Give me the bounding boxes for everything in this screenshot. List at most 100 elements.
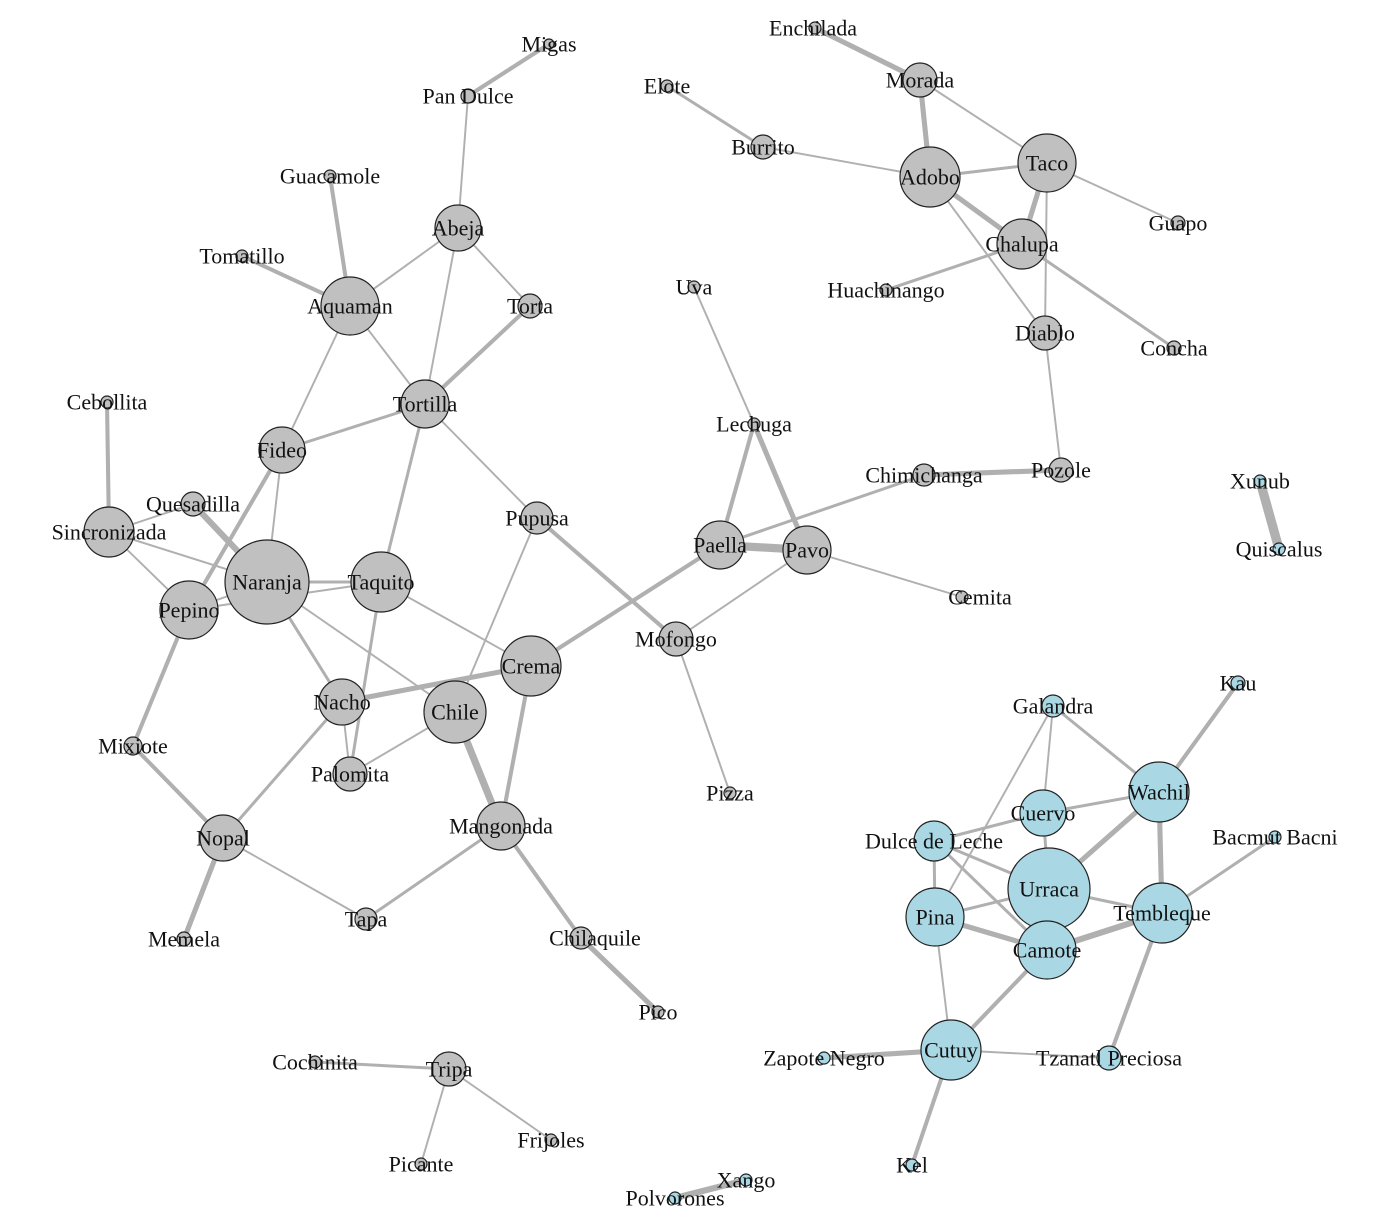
- node-label-tembleque: Tembleque: [1113, 901, 1210, 926]
- edge-uva-lechuga: [693, 286, 755, 425]
- node-pavo[interactable]: [782, 525, 832, 575]
- edge-galandra-pina: [934, 705, 1054, 918]
- node-huachinango[interactable]: [879, 283, 893, 297]
- node-zapote-negro[interactable]: [817, 1051, 831, 1065]
- node-uva[interactable]: [687, 280, 701, 294]
- node-burrito[interactable]: [750, 134, 776, 160]
- node-label-zapote-negro: Zapote Negro: [763, 1046, 885, 1071]
- node-dulce-de-leche[interactable]: [913, 820, 955, 862]
- node-adobo[interactable]: [899, 146, 961, 208]
- node-pupusa[interactable]: [520, 501, 554, 535]
- node-tortilla[interactable]: [400, 379, 450, 429]
- node-cutuy[interactable]: [920, 1019, 982, 1081]
- node-pepino[interactable]: [159, 580, 219, 640]
- node-guapo[interactable]: [1170, 215, 1186, 231]
- node-pizza[interactable]: [723, 786, 737, 800]
- node-frijoles[interactable]: [544, 1133, 558, 1147]
- node-tapa[interactable]: [354, 907, 378, 931]
- node-tzanatl-preciosa[interactable]: [1096, 1045, 1122, 1071]
- node-taco[interactable]: [1017, 133, 1077, 193]
- node-mangonada[interactable]: [476, 801, 526, 851]
- node-naranja[interactable]: [224, 539, 310, 625]
- node-label-huachinango: Huachinango: [827, 278, 944, 303]
- node-pan-dulce[interactable]: [460, 88, 476, 104]
- node-chile[interactable]: [423, 680, 487, 744]
- node-polvorones[interactable]: [668, 1191, 682, 1205]
- node-chimichanga[interactable]: [912, 463, 936, 487]
- node-label-mangonada: Mangonada: [449, 814, 553, 839]
- node-label-guapo: Guapo: [1149, 211, 1208, 236]
- node-morada[interactable]: [902, 62, 938, 98]
- node-kau[interactable]: [1230, 675, 1246, 691]
- node-label-naranja: Naranja: [232, 570, 302, 595]
- node-label-quiscalus: Quiscalus: [1236, 537, 1323, 562]
- node-label-bacmut-bacni: Bacmut Bacni: [1212, 825, 1337, 850]
- node-bacmut-bacni[interactable]: [1268, 830, 1282, 844]
- node-sincronizada[interactable]: [83, 506, 135, 558]
- node-cuervo[interactable]: [1019, 789, 1067, 837]
- node-mofongo[interactable]: [658, 621, 694, 657]
- edge-nacho-nopal: [221, 700, 344, 840]
- node-xunub[interactable]: [1253, 474, 1267, 488]
- node-kel[interactable]: [905, 1158, 919, 1172]
- node-concha[interactable]: [1166, 340, 1182, 356]
- node-chilaquile[interactable]: [569, 926, 593, 950]
- node-fideo[interactable]: [258, 426, 306, 474]
- node-cebollita[interactable]: [100, 395, 114, 409]
- edge-pavo-mofongo: [675, 549, 808, 640]
- node-abeja[interactable]: [434, 204, 482, 252]
- node-guacamole[interactable]: [323, 169, 337, 183]
- node-lechuga[interactable]: [747, 417, 761, 431]
- node-label-urraca: Urraca: [1019, 877, 1079, 902]
- node-pozole[interactable]: [1048, 457, 1074, 483]
- node-pico[interactable]: [651, 1005, 665, 1019]
- node-wachil[interactable]: [1128, 761, 1190, 823]
- node-label-cemita: Cemita: [948, 585, 1012, 610]
- node-migas[interactable]: [543, 38, 555, 50]
- node-label-burrito: Burrito: [731, 135, 795, 160]
- node-aquaman[interactable]: [320, 276, 380, 336]
- node-label-pozole: Pozole: [1031, 458, 1091, 483]
- node-cemita[interactable]: [955, 590, 969, 604]
- node-label-lechuga: Lechuga: [716, 412, 792, 437]
- node-palomita[interactable]: [332, 756, 368, 792]
- node-label-taquito: Taquito: [348, 570, 415, 595]
- node-label-mixiote: Mixiote: [98, 734, 168, 759]
- node-label-pan-dulce: Pan Dulce: [422, 84, 513, 109]
- node-diablo[interactable]: [1027, 315, 1063, 351]
- node-camote[interactable]: [1017, 920, 1077, 980]
- edge-tapa-mangonada: [364, 824, 503, 921]
- node-nopal[interactable]: [199, 814, 247, 862]
- node-elote[interactable]: [660, 79, 674, 93]
- node-nacho[interactable]: [318, 678, 366, 726]
- node-label-diablo: Diablo: [1015, 321, 1075, 346]
- node-mixiote[interactable]: [123, 736, 143, 756]
- node-paella[interactable]: [695, 520, 745, 570]
- edge-pavo-cemita: [806, 549, 963, 598]
- node-cochinita[interactable]: [308, 1055, 322, 1069]
- node-label-sincronizada: Sincronizada: [52, 520, 167, 545]
- node-label-galandra: Galandra: [1013, 694, 1094, 719]
- node-picante[interactable]: [414, 1157, 428, 1171]
- node-label-picante: Picante: [389, 1152, 454, 1177]
- node-crema[interactable]: [500, 635, 562, 697]
- node-taquito[interactable]: [350, 551, 412, 613]
- node-tomatillo[interactable]: [235, 249, 249, 263]
- edge-tripa-frijoles: [448, 1068, 552, 1141]
- node-xango[interactable]: [739, 1173, 753, 1187]
- node-label-wachil: Wachil: [1128, 780, 1190, 805]
- node-chalupa[interactable]: [996, 218, 1048, 270]
- node-quesadilla[interactable]: [180, 491, 206, 517]
- node-label-pepino: Pepino: [158, 598, 219, 623]
- node-enchilada[interactable]: [808, 21, 822, 35]
- node-quiscalus[interactable]: [1272, 542, 1286, 556]
- node-torta[interactable]: [517, 293, 543, 319]
- node-memela[interactable]: [176, 931, 192, 947]
- node-label-nopal: Nopal: [196, 826, 250, 851]
- node-tembleque[interactable]: [1131, 882, 1193, 944]
- node-tripa[interactable]: [431, 1051, 467, 1087]
- node-pina[interactable]: [905, 887, 965, 947]
- node-galandra[interactable]: [1041, 694, 1065, 718]
- node-label-cebollita: Cebollita: [67, 390, 148, 415]
